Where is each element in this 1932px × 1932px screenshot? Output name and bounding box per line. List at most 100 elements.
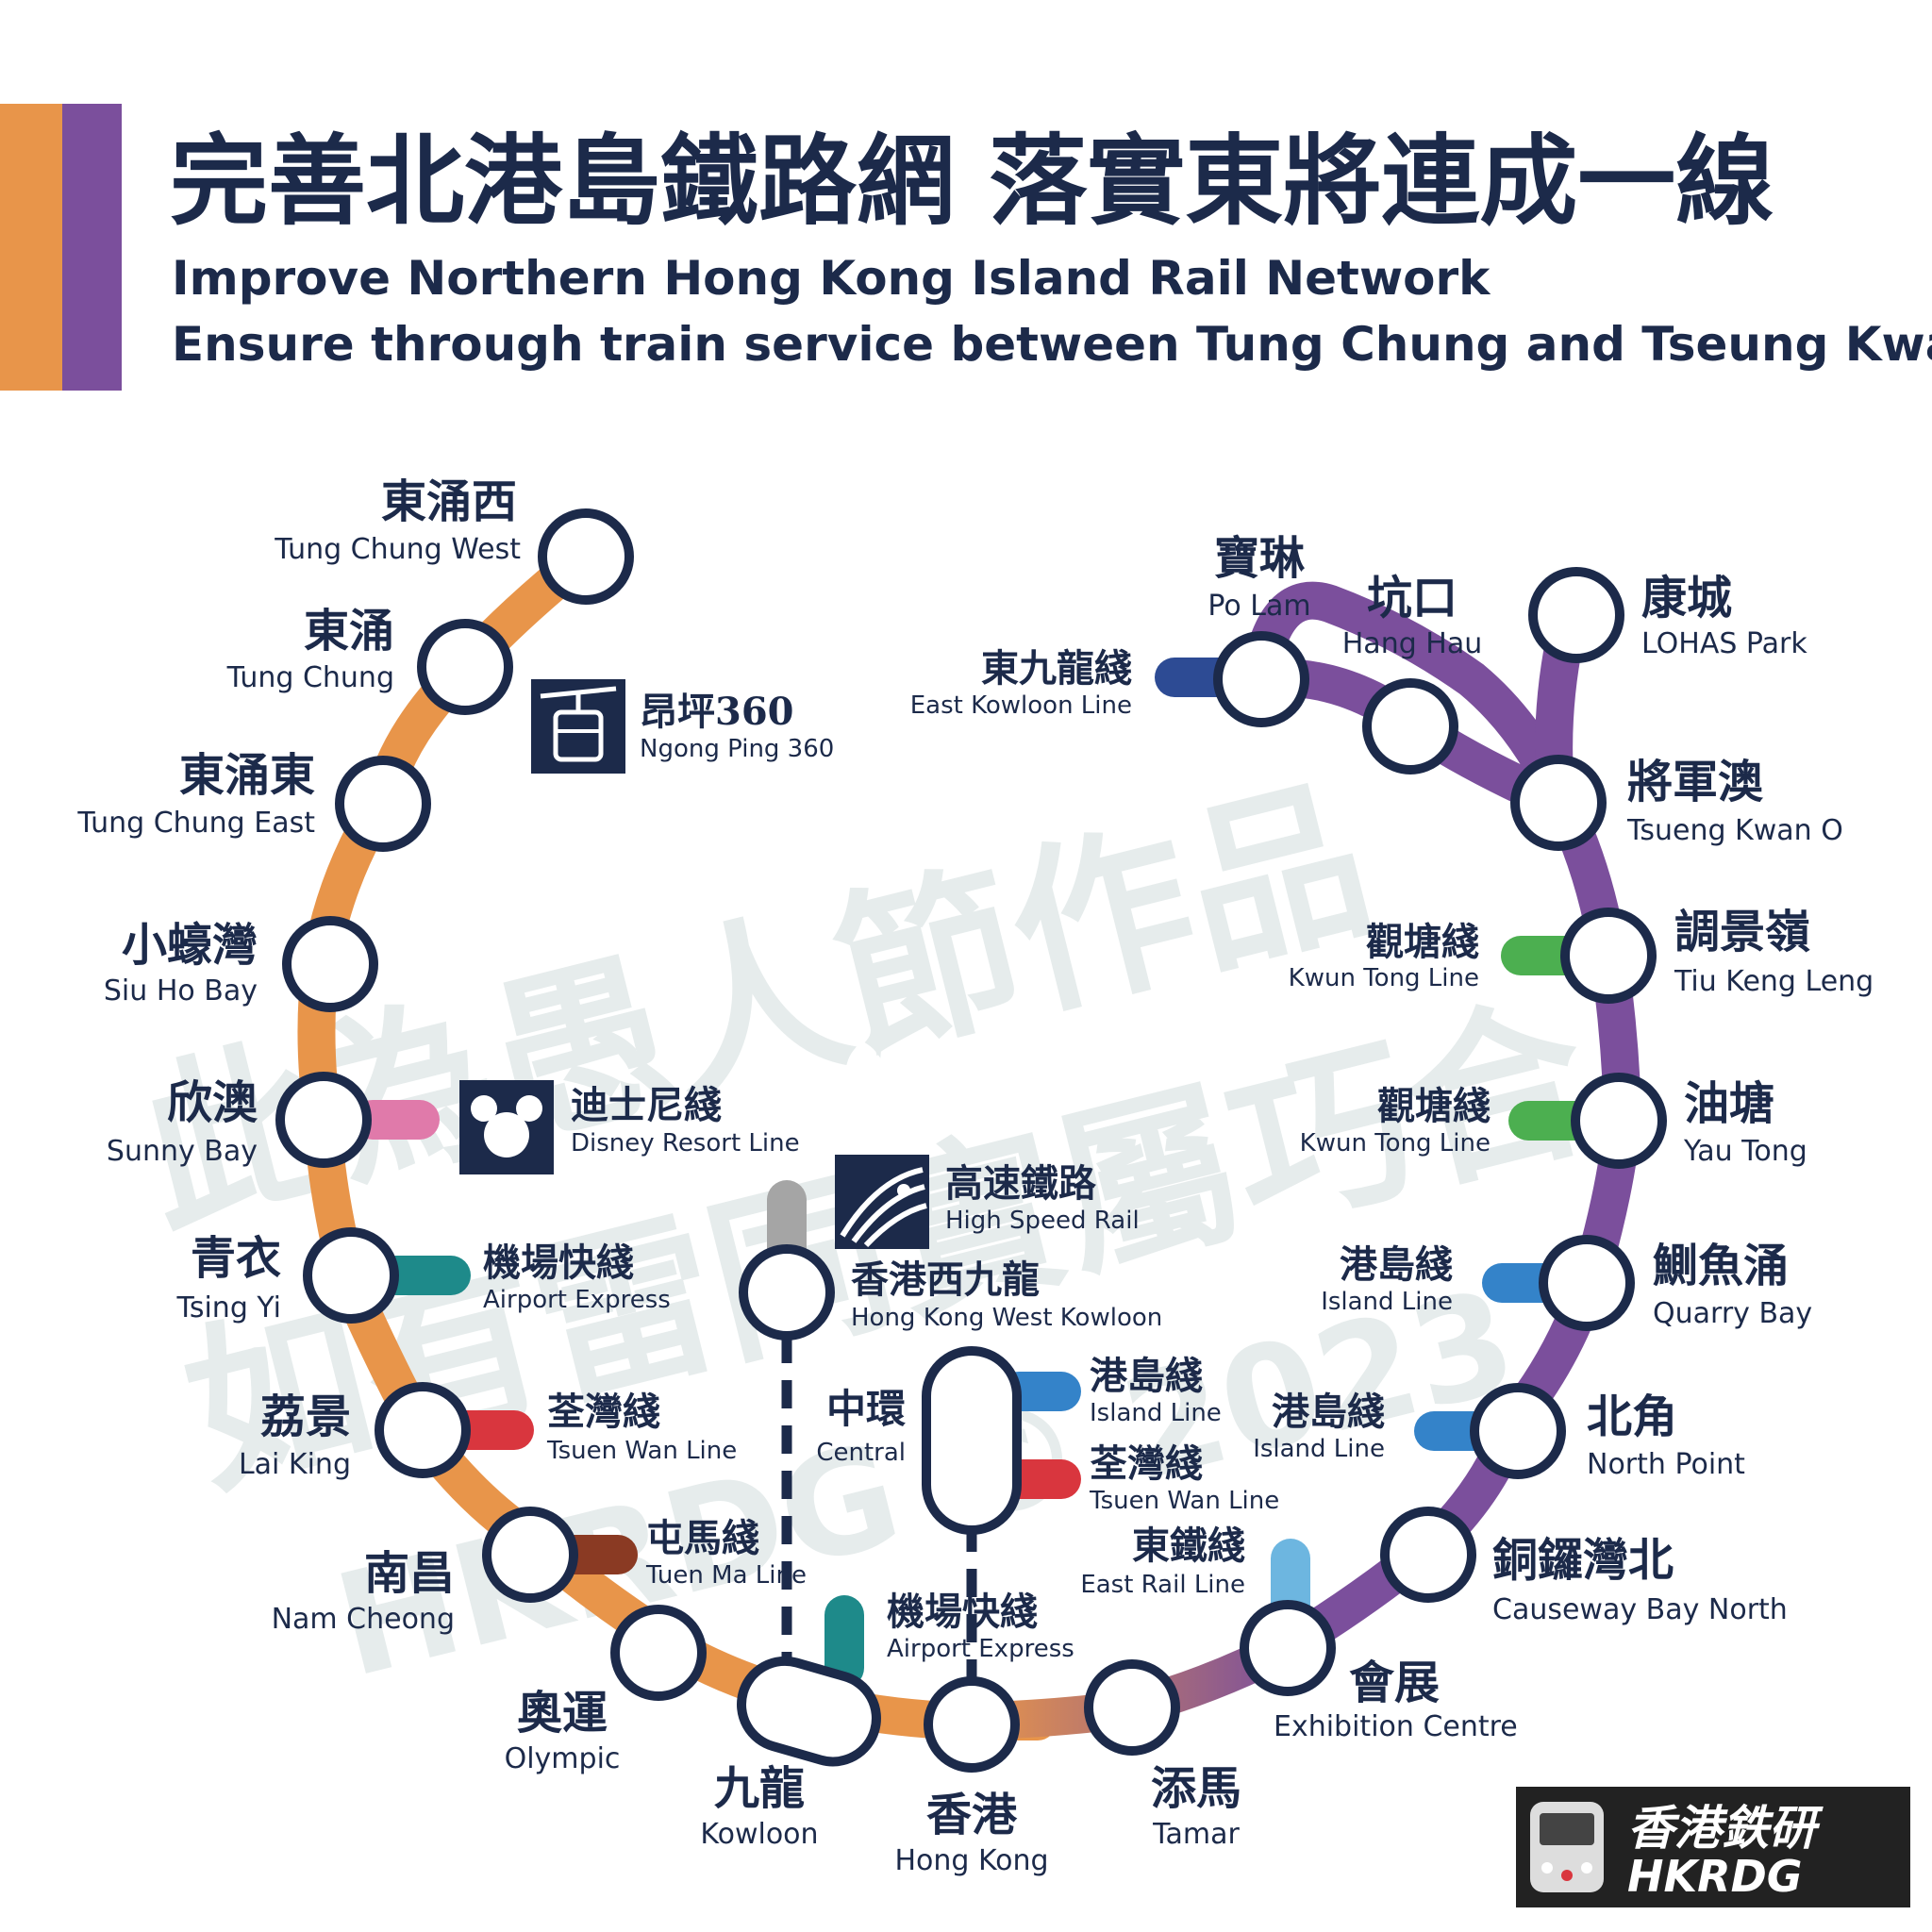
station-sunny-bay[interactable] [275,1072,372,1168]
station-tsing-yi[interactable] [303,1227,399,1324]
label-en-quarry-bay: Quarry Bay [1653,1297,1812,1330]
label-en-tseung-kwan-o: Tsueng Kwan O [1626,814,1843,847]
logo-en: HKRDG [1627,1851,1803,1902]
label-en-hong-kong: Hong Kong [894,1844,1048,1877]
label-zh-disney: 迪士尼綫 [571,1083,722,1127]
label-zh-island-quarry-bay: 港島綫 [1340,1242,1453,1287]
label-zh-tung-chung-east: 東涌東 [179,749,315,802]
label-zh-tuen-ma: 屯馬綫 [646,1516,759,1560]
station-hk-west-kowloon[interactable] [739,1244,835,1341]
label-en-hk-west-kowloon: Hong Kong West Kowloon [851,1304,1162,1332]
label-en-tung-chung-east: Tung Chung East [76,807,315,840]
label-zh-tsuen-wan-lai-king: 荃灣綫 [547,1390,660,1434]
station-tung-chung-east[interactable] [335,756,431,852]
page-title-zh: 完善北港島鐵路網 落實東將連成一線 [170,124,1774,239]
label-zh-east-kowloon: 東九龍綫 [981,646,1132,691]
label-en-nam-cheong: Nam Cheong [272,1603,455,1636]
label-zh-high-speed-rail: 高速鐵路 [945,1161,1097,1206]
station-exhibition-centre[interactable] [1240,1600,1336,1696]
label-en-tiu-keng-leng: Tiu Keng Leng [1674,965,1874,998]
station-lai-king[interactable] [375,1382,471,1478]
label-en-east-rail: East Rail Line [1080,1571,1245,1599]
label-zh-nam-cheong: 南昌 [364,1547,455,1600]
label-en-tuen-ma: Tuen Ma Line [645,1561,807,1590]
label-zh-island-north-point: 港島綫 [1272,1390,1385,1434]
label-zh-po-lam: 寶琳 [1214,532,1306,585]
label-en-high-speed-rail: High Speed Rail [945,1207,1140,1235]
label-zh-sunny-bay: 欣澳 [167,1076,258,1129]
station-tamar[interactable] [1084,1659,1180,1756]
label-zh-east-rail: 東鐵綫 [1132,1524,1245,1568]
label-en-causeway-bay-north: Causeway Bay North [1492,1593,1788,1626]
station-lohas-park[interactable] [1528,567,1624,663]
station-hong-kong[interactable] [924,1676,1020,1773]
hkrdg-logo: 香港鉄研 HKRDG [1516,1787,1910,1907]
logo-zh: 香港鉄研 [1627,1801,1824,1856]
label-en-yau-tong: Yau Tong [1683,1135,1807,1168]
station-siu-ho-bay[interactable] [282,916,378,1012]
station-quarry-bay[interactable] [1539,1235,1635,1331]
label-en-island-central: Island Line [1090,1399,1222,1427]
label-zh-tsing-yi: 青衣 [191,1232,281,1285]
station-tseung-kwan-o[interactable] [1510,755,1607,851]
label-en-hang-hau: Hang Hau [1342,627,1483,660]
line-route-purple [1241,581,1642,1665]
label-zh-airport-tsing-yi: 機場快綫 [483,1241,634,1285]
station-nam-cheong[interactable] [482,1507,578,1603]
cable-car-icon [531,679,625,774]
label-en-airport-tsing-yi: Airport Express [483,1286,671,1314]
label-en-tsuen-wan-central: Tsuen Wan Line [1089,1487,1279,1515]
station-north-point[interactable] [1470,1383,1566,1479]
label-zh-tiu-keng-leng: 調景嶺 [1674,906,1810,958]
label-en-tung-chung-west: Tung Chung West [274,533,521,566]
station-central[interactable] [922,1346,1022,1535]
label-en-north-point: North Point [1587,1448,1745,1481]
label-zh-hong-kong: 香港 [926,1789,1018,1841]
train-front-icon [1530,1802,1604,1892]
label-zh-hk-west-kowloon: 香港西九龍 [851,1257,1040,1302]
label-zh-airport-hong-kong: 機場快綫 [887,1590,1038,1634]
label-en-kwun-tong-tkl: Kwun Tong Line [1289,964,1479,992]
label-en-tung-chung: Tung Chung [226,661,394,694]
label-zh-tamar: 添馬 [1151,1762,1241,1815]
label-zh-causeway-bay-north: 銅鑼灣北 [1492,1534,1674,1587]
label-en-lohas-park: LOHAS Park [1641,627,1807,660]
label-en-airport-hong-kong: Airport Express [887,1635,1074,1663]
label-en-disney: Disney Resort Line [571,1129,800,1158]
label-en-po-lam: Po Lam [1208,590,1310,623]
label-en-island-quarry-bay: Island Line [1321,1288,1453,1316]
station-tung-chung[interactable] [417,619,513,715]
label-zh-lai-king: 荔景 [260,1391,351,1443]
label-zh-exhibition-centre: 會展 [1349,1657,1440,1709]
station-kowloon[interactable] [731,1651,887,1772]
label-en-ngong-ping: Ngong Ping 360 [640,735,834,763]
header-purple-bar [62,104,122,391]
mickey-icon [459,1080,554,1174]
station-yau-tong[interactable] [1571,1073,1667,1169]
label-zh-kwun-tong-tkl: 觀塘綫 [1366,920,1479,964]
label-zh-north-point: 北角 [1587,1391,1677,1443]
station-tiu-keng-leng[interactable] [1560,908,1657,1004]
station-po-lam[interactable] [1213,631,1309,727]
station-olympic[interactable] [610,1605,707,1701]
page-title-en-2: Ensure through train service between Tun… [172,317,1932,372]
station-hang-hau[interactable] [1362,678,1458,774]
label-en-lai-king: Lai King [239,1448,351,1481]
label-en-tamar: Tamar [1152,1818,1240,1851]
page-title-en-1: Improve Northern Hong Kong Island Rail N… [172,251,1491,306]
label-en-olympic: Olympic [505,1742,621,1775]
high-speed-rail-icon [835,1155,929,1249]
label-en-siu-ho-bay: Siu Ho Bay [104,974,258,1008]
label-zh-lohas-park: 康城 [1641,572,1732,625]
label-en-exhibition-centre: Exhibition Centre [1274,1710,1518,1743]
station-causeway-bay-north[interactable] [1380,1507,1476,1603]
header-orange-bar [0,104,62,391]
label-zh-island-central: 港島綫 [1090,1354,1203,1398]
label-zh-tung-chung-west: 東涌西 [381,475,517,528]
station-tung-chung-west[interactable] [538,508,634,605]
label-zh-siu-ho-bay: 小蠔灣 [122,919,258,972]
label-zh-kowloon: 九龍 [714,1762,805,1815]
label-zh-quarry-bay: 鰂魚涌 [1653,1240,1789,1292]
label-zh-olympic: 奧運 [517,1687,608,1740]
